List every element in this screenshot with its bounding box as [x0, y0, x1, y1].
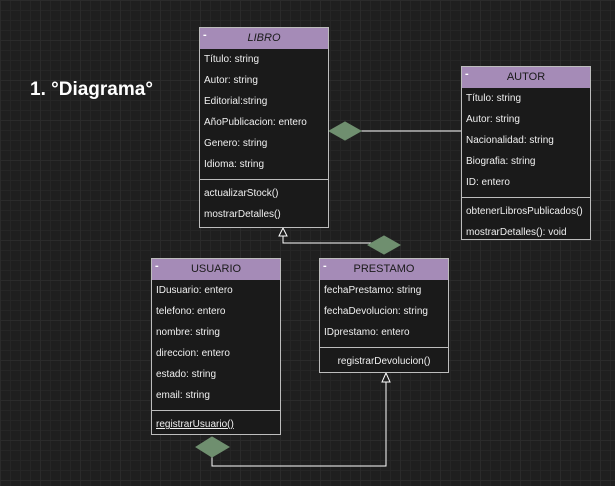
class-libro[interactable]: - LIBRO Título: string Autor: string Edi…: [199, 27, 329, 228]
libro-prestamo-line[interactable]: [282, 228, 384, 244]
class-usuario-name: USUARIO: [190, 263, 242, 275]
method: mostrarDetalles(): void: [466, 227, 567, 238]
separator: [462, 197, 590, 198]
class-usuario[interactable]: - USUARIO IDusuario: entero telefono: en…: [151, 258, 281, 435]
class-libro-header[interactable]: - LIBRO: [200, 28, 328, 49]
attribute: email: string: [156, 390, 210, 401]
attribute: direccion: entero: [156, 348, 230, 359]
class-autor-header[interactable]: - AUTOR: [462, 67, 590, 88]
attribute: Título: string: [466, 93, 522, 104]
class-usuario-header[interactable]: - USUARIO: [152, 259, 280, 280]
attribute: Autor: string: [466, 114, 520, 125]
collapse-icon[interactable]: -: [203, 29, 207, 41]
attribute: fechaPrestamo: string: [324, 285, 422, 296]
method: registrarUsuario(): [156, 419, 234, 430]
method: obtenerLibrosPublicados(): [466, 206, 583, 217]
method: actualizarStock(): [204, 188, 279, 199]
class-prestamo-name: PRESTAMO: [353, 263, 415, 275]
collapse-icon[interactable]: -: [323, 260, 327, 272]
attribute: Biografia: string: [466, 156, 536, 167]
attribute: Autor: string: [204, 75, 258, 86]
prestamo-diamond[interactable]: [366, 235, 402, 255]
collapse-icon[interactable]: -: [465, 68, 469, 80]
collapse-icon[interactable]: -: [155, 260, 159, 272]
attribute: Título: string: [204, 54, 260, 65]
class-prestamo-header[interactable]: - PRESTAMO: [320, 259, 448, 280]
attribute: fechaDevolucion: string: [324, 306, 428, 317]
attribute: AñoPublicacion: entero: [204, 117, 307, 128]
class-libro-name: LIBRO: [247, 32, 281, 44]
class-prestamo[interactable]: - PRESTAMO fechaPrestamo: string fechaDe…: [319, 258, 449, 373]
attribute: nombre: string: [156, 327, 220, 338]
attribute: IDprestamo: entero: [324, 327, 410, 338]
attribute: Nacionalidad: string: [466, 135, 554, 146]
diagram-title: 1. °Diagrama°: [30, 79, 153, 100]
libro-autor-diamond[interactable]: [327, 121, 363, 141]
attribute: Genero: string: [204, 138, 268, 149]
separator: [200, 179, 328, 180]
usuario-prestamo-line[interactable]: [211, 380, 387, 467]
attribute: IDusuario: entero: [156, 285, 233, 296]
class-autor[interactable]: - AUTOR Título: string Autor: string Nac…: [461, 66, 591, 240]
separator: [152, 410, 280, 411]
attribute: Idioma: string: [204, 159, 265, 170]
usuario-diamond[interactable]: [195, 436, 230, 458]
separator: [320, 347, 448, 348]
attribute: estado: string: [156, 369, 217, 380]
attribute: ID: entero: [466, 177, 510, 188]
class-autor-name: AUTOR: [506, 71, 546, 83]
attribute: Editorial:string: [204, 96, 268, 107]
prestamo-arrow-head[interactable]: [381, 371, 391, 383]
attribute: telefono: entero: [156, 306, 226, 317]
libro-inheritance-arrow[interactable]: [278, 226, 288, 237]
method: registrarDevolucion(): [337, 356, 431, 367]
method: mostrarDetalles(): [204, 209, 281, 220]
